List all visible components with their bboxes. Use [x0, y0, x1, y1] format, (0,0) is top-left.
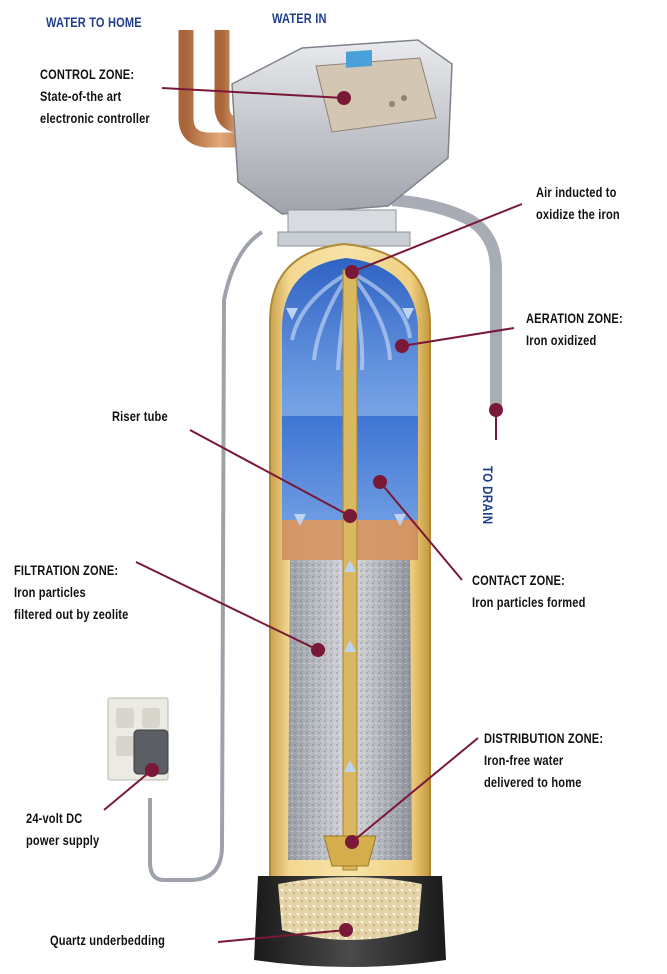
power-cord — [150, 232, 262, 880]
distribution-zone-title: DISTRIBUTION ZONE: — [484, 728, 603, 750]
filtration-zone-line3: filtered out by zeolite — [14, 604, 128, 626]
control-zone-line2: State-of-the art — [40, 86, 150, 108]
dot-aeration-zone — [396, 340, 408, 352]
callout-quartz: Quartz underbedding — [50, 930, 165, 952]
dot-power-supply — [146, 764, 158, 776]
air-inducted-line2: oxidize the iron — [536, 204, 620, 226]
air-inducted-line1: Air inducted to — [536, 182, 620, 204]
label-water-in: WATER IN — [272, 8, 327, 30]
dot-quartz — [340, 924, 352, 936]
aeration-zone-title: AERATION ZONE: — [526, 308, 623, 330]
filtration-zone-title: FILTRATION ZONE: — [14, 560, 128, 582]
callout-filtration-zone: FILTRATION ZONE: Iron particles filtered… — [14, 560, 128, 626]
power-supply-line1: 24-volt DC — [26, 808, 99, 830]
callout-control-zone: CONTROL ZONE: State-of-the art electroni… — [40, 64, 150, 130]
aeration-zone-line2: Iron oxidized — [526, 330, 623, 352]
control-zone-line3: electronic controller — [40, 108, 150, 130]
callout-aeration-zone: AERATION ZONE: Iron oxidized — [526, 308, 623, 352]
dot-to-drain — [490, 404, 502, 416]
dot-distribution-zone — [346, 836, 358, 848]
dot-contact-zone — [374, 476, 386, 488]
filtration-zone-line2: Iron particles — [14, 582, 128, 604]
callout-power-supply: 24-volt DC power supply — [26, 808, 99, 852]
quartz-label: Quartz underbedding — [50, 930, 165, 952]
label-to-drain: TO DRAIN — [480, 466, 496, 525]
dot-filtration-zone — [312, 644, 324, 656]
control-head — [232, 40, 452, 246]
distribution-zone-line2: Iron-free water — [484, 750, 603, 772]
riser-tube-label: Riser tube — [112, 406, 168, 428]
distribution-zone-line3: delivered to home — [484, 772, 603, 794]
callout-contact-zone: CONTACT ZONE: Iron particles formed — [472, 570, 586, 614]
dot-air-inducted — [346, 266, 358, 278]
control-zone-title: CONTROL ZONE: — [40, 64, 150, 86]
dot-control-zone — [338, 92, 350, 104]
power-supply-line2: power supply — [26, 830, 99, 852]
dot-riser-tube — [344, 510, 356, 522]
callout-distribution-zone: DISTRIBUTION ZONE: Iron-free water deliv… — [484, 728, 603, 794]
callout-air-inducted: Air inducted to oxidize the iron — [536, 182, 620, 226]
controller-display — [346, 50, 372, 68]
label-water-to-home: WATER TO HOME — [46, 12, 142, 34]
contact-zone-title: CONTACT ZONE: — [472, 570, 586, 592]
callout-riser-tube: Riser tube — [112, 406, 168, 428]
contact-zone-line2: Iron particles formed — [472, 592, 586, 614]
